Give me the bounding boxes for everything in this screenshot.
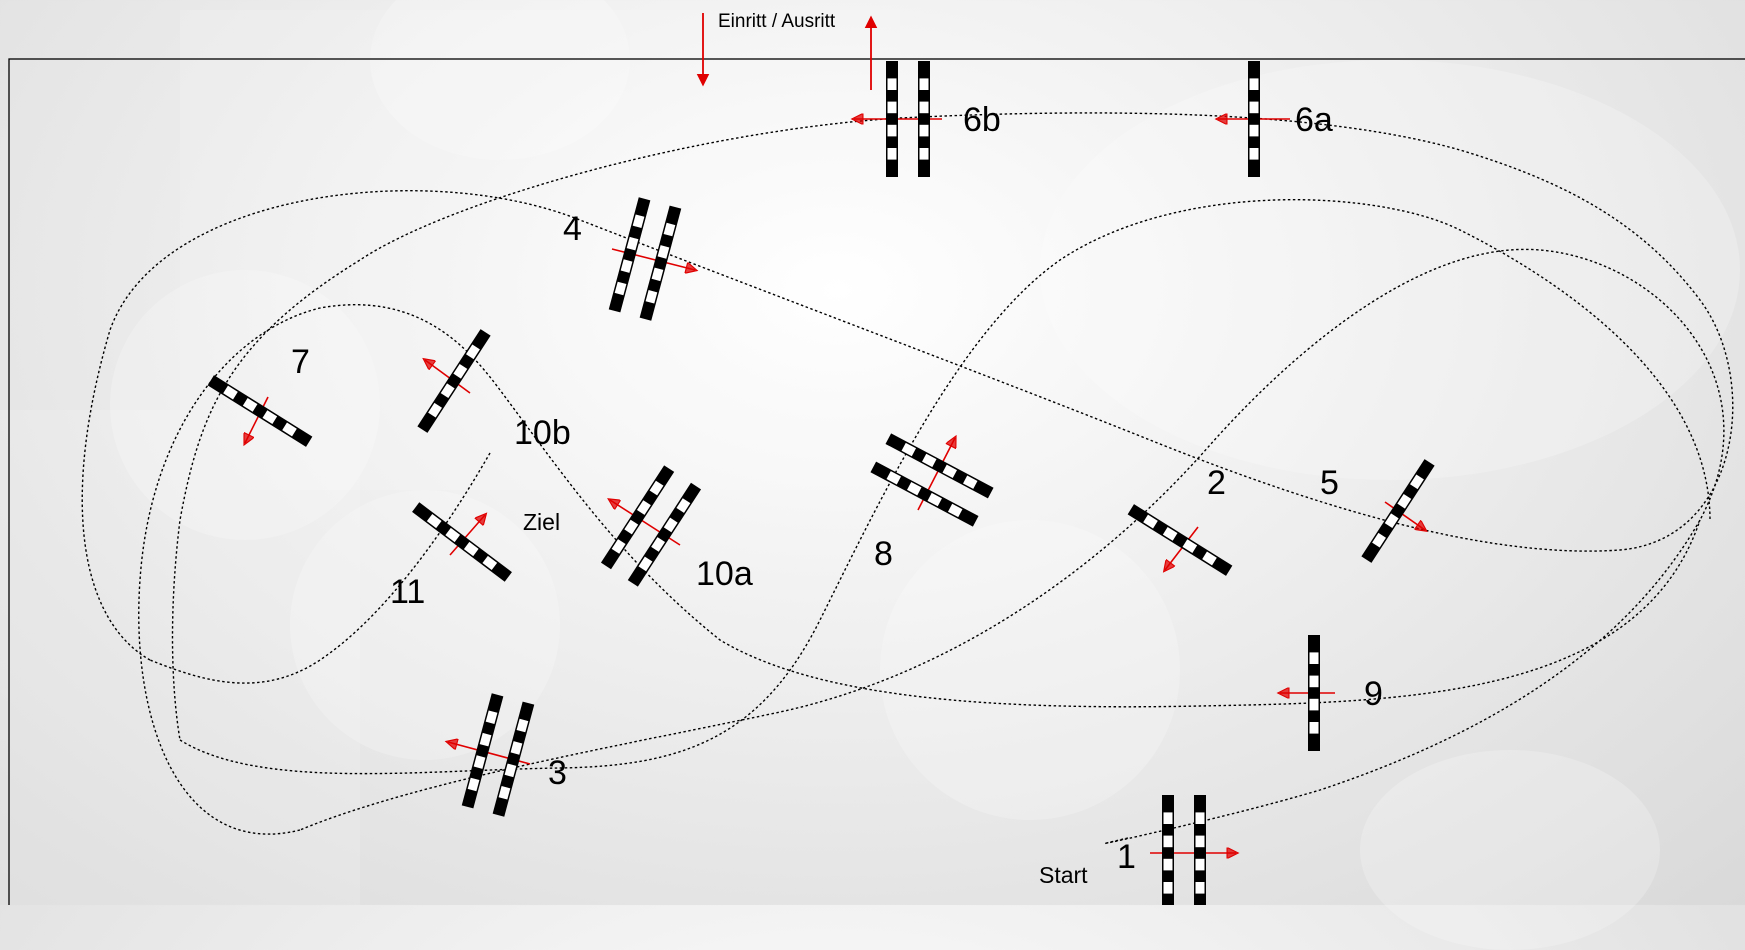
course-track (149, 452, 491, 684)
obstacle-4 (608, 197, 682, 321)
start-label: Start (1039, 862, 1088, 888)
obstacle-11 (412, 502, 512, 582)
course-track (81, 112, 1734, 741)
obstacle-6a (1248, 61, 1260, 177)
background-circle (880, 520, 1180, 820)
course-track (138, 304, 1701, 835)
background-circle (1040, 60, 1740, 480)
obstacle-1 (1162, 795, 1206, 905)
obstacle-label-4: 4 (563, 210, 582, 248)
course-track (299, 248, 1725, 845)
obstacle-label-6a: 6a (1295, 101, 1333, 139)
background-circle (290, 490, 560, 760)
obstacle-label-9: 9 (1364, 675, 1383, 713)
arena-border (8, 58, 1745, 905)
obstacle-label-6b: 6b (963, 101, 1001, 139)
course-diagram: Einritt / Ausritt Start Ziel 1 2 3 4 5 6… (8, 11, 1745, 905)
direction-arrow (245, 396, 269, 443)
background-circle (370, 0, 630, 160)
direction-arrow (425, 360, 471, 394)
obstacle-10b (417, 329, 491, 433)
obstacle-label-3: 3 (548, 754, 567, 792)
direction-arrow (449, 515, 485, 556)
obstacle-2 (1127, 504, 1233, 576)
course-track (179, 199, 1711, 775)
obstacle-7 (207, 375, 313, 447)
background-panel (180, 10, 900, 490)
obstacle-label-11: 11 (390, 573, 425, 611)
obstacle-label-10b: 10b (514, 414, 571, 452)
obstacle-label-8: 8 (874, 535, 893, 573)
obstacle-5 (1361, 459, 1435, 563)
obstacle-3 (461, 693, 535, 817)
background-panel (0, 410, 360, 905)
obstacle-label-10a: 10a (696, 555, 753, 593)
obstacle-10a (600, 465, 702, 587)
obstacle-6b (886, 61, 930, 177)
obstacle-label-1: 1 (1117, 838, 1136, 876)
direction-arrow (1384, 501, 1425, 530)
finish-label: Ziel (523, 509, 560, 535)
entrance-label: Einritt / Ausritt (718, 11, 836, 32)
obstacle-label-7: 7 (291, 343, 310, 381)
obstacle-label-5: 5 (1320, 464, 1339, 502)
obstacle-8 (870, 433, 994, 527)
obstacle-label-2: 2 (1207, 464, 1226, 502)
obstacle-9 (1308, 635, 1320, 751)
direction-arrow (1165, 526, 1199, 570)
